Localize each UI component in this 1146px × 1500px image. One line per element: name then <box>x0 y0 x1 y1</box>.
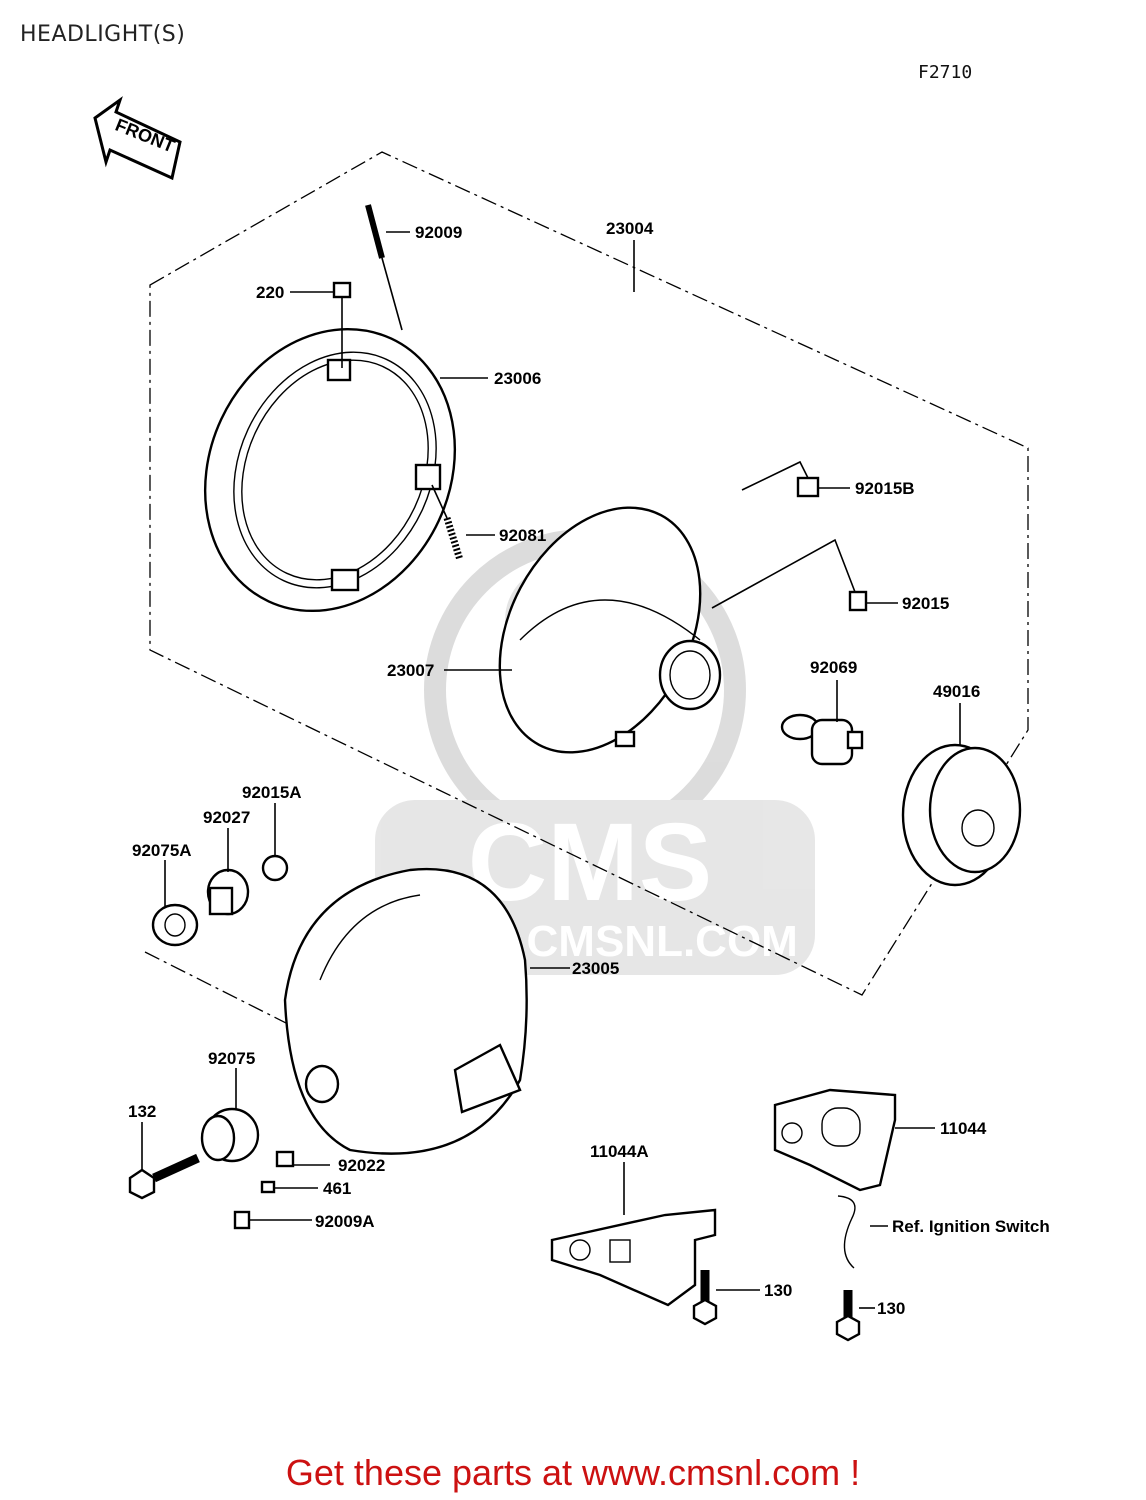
label-92075A: 92075A <box>132 841 192 860</box>
page-title: HEADLIGHT(S) <box>20 22 186 47</box>
watermark-brand: CMS <box>468 801 712 924</box>
bolt-92022 <box>275 1150 330 1168</box>
label-132: 132 <box>128 1102 156 1121</box>
label-ref-ignition-switch: Ref. Ignition Switch <box>892 1217 1050 1236</box>
headlight-assembly-outline <box>149 151 1029 996</box>
label-92075: 92075 <box>208 1049 255 1068</box>
label-11044: 11044 <box>940 1119 987 1138</box>
bolt-132 <box>128 1122 200 1200</box>
label-49016: 49016 <box>933 682 980 701</box>
grommet-92075A <box>151 860 199 947</box>
mounting-axis-line <box>144 951 291 1026</box>
spring-92081 <box>431 484 464 562</box>
bulb-dust-cover <box>901 703 1022 887</box>
label-92022: 92022 <box>338 1156 385 1175</box>
front-direction-arrow: FRONT <box>93 96 182 181</box>
label-92009A: 92009A <box>315 1212 375 1231</box>
figure-code: F2710 <box>918 62 973 83</box>
screw-92009A <box>233 1210 312 1230</box>
nut-92015A <box>261 803 289 882</box>
headlight-bulb <box>780 680 864 766</box>
label-130-right: 130 <box>877 1299 905 1318</box>
label-220: 220 <box>256 283 284 302</box>
label-23004: 23004 <box>606 219 654 238</box>
headlight-reflector-unit <box>498 506 722 754</box>
label-23007: 23007 <box>387 661 434 680</box>
headlight-rim <box>203 327 457 613</box>
screw-461 <box>260 1180 318 1194</box>
screw-220 <box>332 281 352 368</box>
bracket-11044A <box>550 1162 717 1307</box>
label-92081: 92081 <box>499 526 546 545</box>
call-to-action-link[interactable]: Get these parts at www.cmsnl.com ! <box>285 1452 861 1493</box>
nut-92015B <box>741 460 820 498</box>
label-92069: 92069 <box>810 658 857 677</box>
headlight-housing <box>283 867 570 1155</box>
label-23006: 23006 <box>494 369 541 388</box>
label-11044A: 11044A <box>590 1142 649 1161</box>
adjusting-screw-92009 <box>365 204 403 331</box>
grommet-92075 <box>200 1068 260 1163</box>
wire-clip <box>837 1195 888 1269</box>
label-92015B: 92015B <box>855 479 915 498</box>
collar-92027 <box>206 828 250 916</box>
nut-92015 <box>711 538 868 612</box>
bolt-130-left <box>692 1270 760 1326</box>
label-92015A: 92015A <box>242 783 302 802</box>
label-23005: 23005 <box>572 959 619 978</box>
label-92009: 92009 <box>415 223 462 242</box>
label-130-left: 130 <box>764 1281 792 1300</box>
label-92015: 92015 <box>902 594 949 613</box>
bracket-11044 <box>773 1088 935 1192</box>
label-461: 461 <box>323 1179 351 1198</box>
label-92027: 92027 <box>203 808 250 827</box>
bolt-130-right <box>835 1290 875 1342</box>
